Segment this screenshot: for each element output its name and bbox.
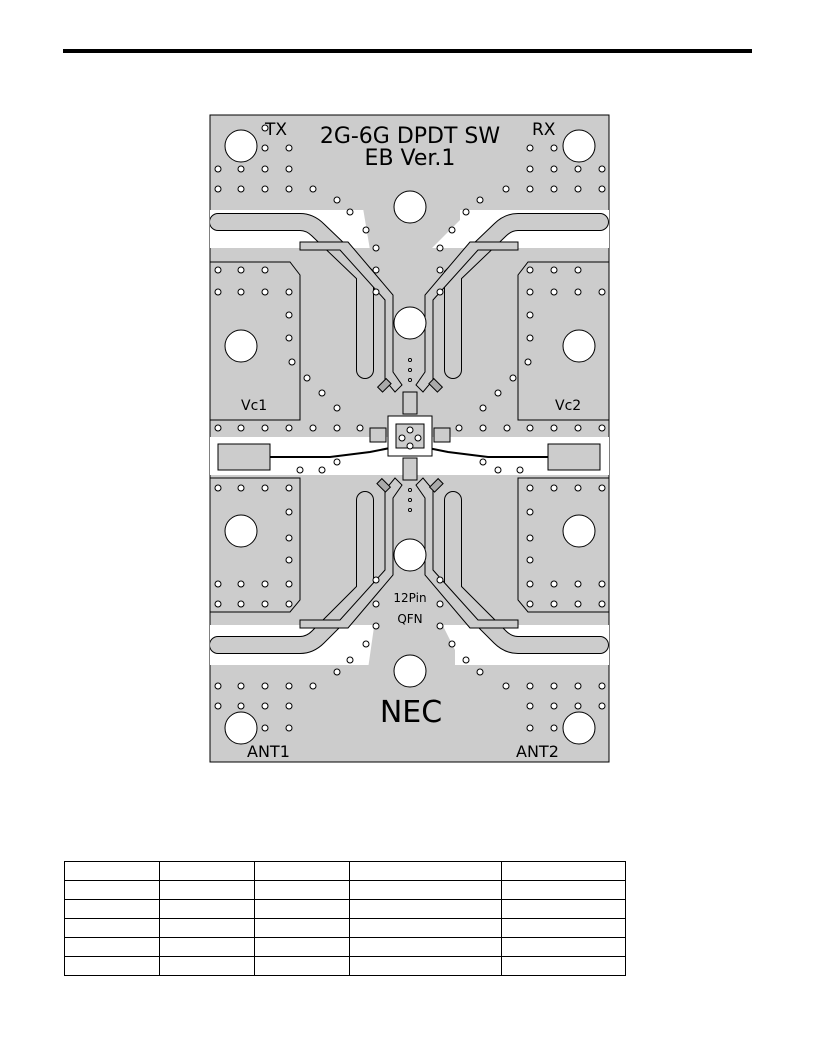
tx-label: TX xyxy=(264,120,287,140)
table-cell xyxy=(254,899,350,919)
data-table-body xyxy=(64,861,626,976)
table-cell xyxy=(254,956,350,976)
board-version: EB Ver.1 xyxy=(365,146,456,171)
board-title: 2G-6G DPDT SW xyxy=(320,124,501,149)
table-row xyxy=(64,899,626,919)
vc2-label: Vc2 xyxy=(555,398,581,414)
top-rule xyxy=(63,49,752,53)
table-cell xyxy=(64,918,160,938)
table-cell xyxy=(501,861,626,881)
board-artwork xyxy=(210,124,609,745)
table-cell xyxy=(64,937,160,957)
table-cell xyxy=(349,918,502,938)
table-cell xyxy=(254,937,350,957)
table-cell xyxy=(159,918,255,938)
table-cell xyxy=(254,861,350,881)
table-row xyxy=(64,880,626,900)
data-table xyxy=(64,861,626,976)
table-cell xyxy=(254,880,350,900)
table-cell xyxy=(501,899,626,919)
table-cell xyxy=(349,899,502,919)
table-cell xyxy=(159,861,255,881)
package-pin-count: 12Pin xyxy=(393,591,426,605)
table-cell xyxy=(349,880,502,900)
table-cell xyxy=(64,899,160,919)
table-cell xyxy=(349,956,502,976)
table-cell xyxy=(254,918,350,938)
ant2-label: ANT2 xyxy=(516,742,559,761)
table-row xyxy=(64,861,626,881)
ant1-label: ANT1 xyxy=(247,742,290,761)
package-type: QFN xyxy=(397,612,422,626)
table-cell xyxy=(159,880,255,900)
maker-logo-text: NEC xyxy=(380,695,442,730)
table-cell xyxy=(501,880,626,900)
table-cell xyxy=(64,861,160,881)
table-cell xyxy=(64,956,160,976)
vc1-label: Vc1 xyxy=(241,398,267,414)
table-row xyxy=(64,937,626,957)
table-cell xyxy=(349,937,502,957)
table-cell xyxy=(159,956,255,976)
table-cell xyxy=(501,937,626,957)
table-cell xyxy=(159,937,255,957)
table-cell xyxy=(501,918,626,938)
rx-label: RX xyxy=(532,120,556,140)
table-cell xyxy=(159,899,255,919)
table-row xyxy=(64,918,626,938)
table-row xyxy=(64,956,626,976)
table-cell xyxy=(64,880,160,900)
table-cell xyxy=(501,956,626,976)
table-cell xyxy=(349,861,502,881)
